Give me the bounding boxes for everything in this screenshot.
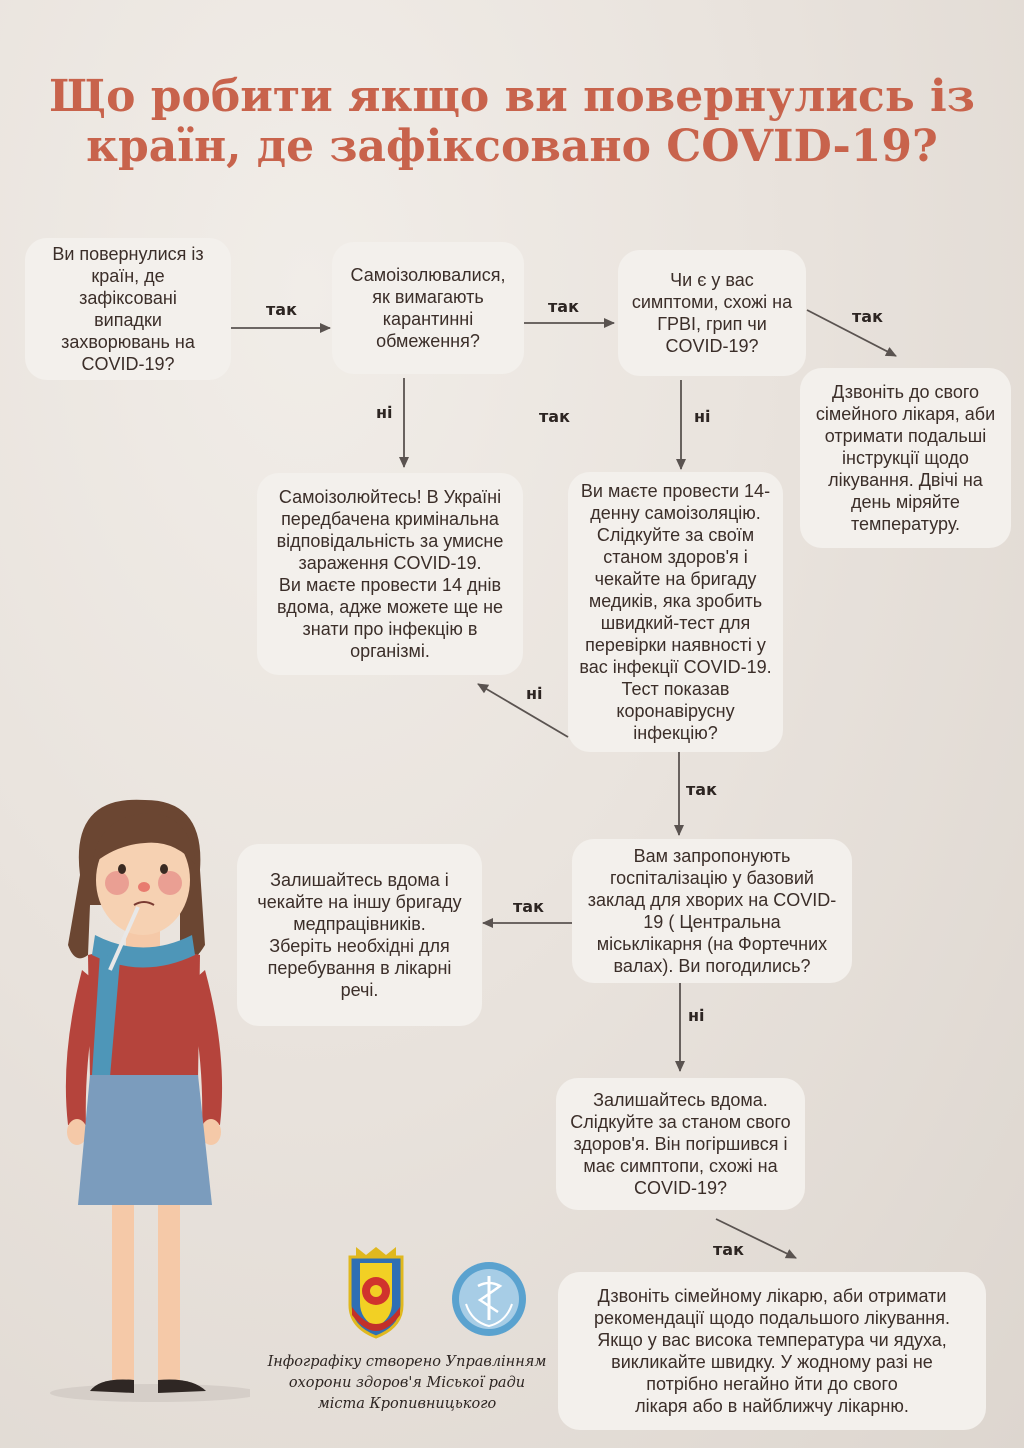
title-line-1: Що робити якщо ви повернулись із bbox=[49, 71, 975, 122]
label-yes-1: так bbox=[266, 300, 297, 319]
label-yes-5: так bbox=[686, 780, 717, 799]
node-hospital-offer: Вам запропонують госпіталізацію у базови… bbox=[572, 839, 852, 983]
arrow-monitor-to-family-doctor bbox=[715, 1218, 797, 1259]
label-no-3: ні bbox=[526, 684, 543, 703]
arrow-quarantine-to-isolate-now bbox=[477, 683, 569, 738]
sick-woman-illustration bbox=[50, 799, 250, 1402]
city-coat-of-arms-icon bbox=[348, 1247, 404, 1339]
node-symptoms: Чи є у вас симптоми, схожі на ГРВІ, грип… bbox=[618, 250, 806, 376]
label-yes-3: так bbox=[852, 307, 883, 326]
node-call-doctor: Дзвоніть до свого сімейного лікаря, аби … bbox=[800, 368, 1011, 548]
node-stay-home-monitor: Залишайтесь вдома. Слідкуйте за станом с… bbox=[556, 1078, 805, 1210]
label-no-4: ні bbox=[688, 1006, 705, 1025]
label-yes-7: так bbox=[713, 1240, 744, 1259]
node-returned: Ви повернулися із країн, де зафіксовані … bbox=[25, 238, 231, 380]
title-line-2: країн, де зафіксовано COVID-19? bbox=[86, 121, 938, 172]
node-stay-home-wait: Залишайтесь вдома і чекайте на іншу бриг… bbox=[237, 844, 482, 1026]
node-call-family-doctor: Дзвоніть сімейному лікарю, аби отримати … bbox=[558, 1272, 986, 1430]
credit-text: Інфографіку створено Управлінням охорони… bbox=[267, 1354, 547, 1412]
label-no-1: ні bbox=[376, 403, 393, 422]
node-isolate-now: Самоізолюйтесь! В Україні передбачена кр… bbox=[257, 473, 523, 675]
label-no-2: ні bbox=[694, 407, 711, 426]
node-self-isolated: Самоізолювалися, як вимагають карантинні… bbox=[332, 242, 524, 374]
health-department-logo-icon bbox=[452, 1262, 526, 1336]
node-quarantine-test: Ви маєте провести 14- денну самоізоляцію… bbox=[568, 472, 783, 752]
label-yes-2: так bbox=[548, 297, 579, 316]
label-yes-6: так bbox=[513, 897, 544, 916]
arrow-symptoms-to-call bbox=[806, 309, 897, 357]
page-title: Що робити якщо ви повернулись із країн, … bbox=[0, 72, 1024, 172]
label-yes-4: так bbox=[539, 407, 570, 426]
